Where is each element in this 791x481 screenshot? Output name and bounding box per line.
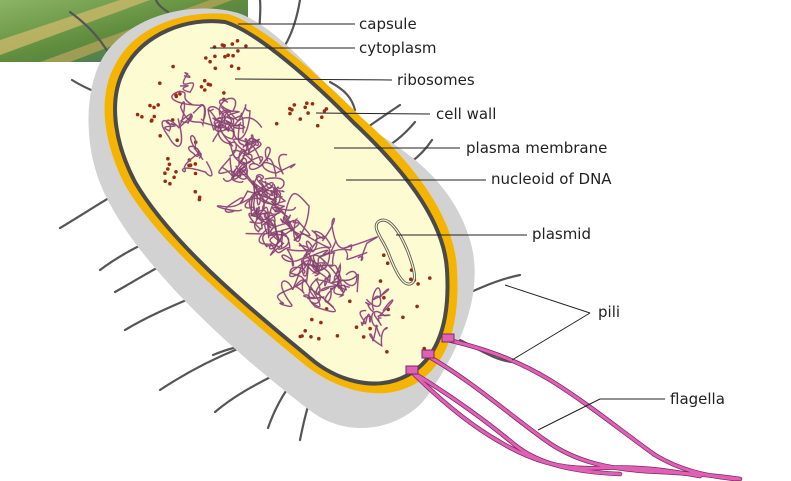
label-ribosomes: ribosomes — [397, 71, 475, 89]
ribosome-dot — [214, 67, 218, 71]
ribosome-dot — [150, 119, 154, 123]
ribosome-dot — [222, 91, 226, 95]
ribosome-dot — [163, 180, 167, 184]
label-plasma-membrane: plasma membrane — [466, 139, 607, 157]
ribosome-dot — [288, 107, 292, 111]
ribosome-dot — [163, 171, 167, 175]
ribosome-dot — [208, 60, 212, 64]
ribosome-dot — [325, 107, 329, 111]
ribosome-dot — [187, 164, 191, 168]
ribosome-dot — [156, 103, 160, 107]
ribosome-dot — [319, 321, 323, 325]
ribosome-dot — [148, 104, 152, 108]
ribosome-dot — [226, 53, 230, 57]
ribosome-dot — [362, 335, 366, 339]
ribosome-dot — [136, 113, 140, 117]
ribosome-dot — [299, 117, 303, 121]
ribosome-dot — [309, 335, 313, 339]
ribosome-dot — [382, 253, 386, 257]
ribosome-dot — [310, 318, 314, 322]
ribosome-dot — [168, 182, 172, 186]
ribosome-dot — [244, 44, 248, 48]
ribosome-dot — [316, 124, 320, 128]
ribosome-dot — [221, 43, 225, 47]
ribosome-dot — [174, 170, 178, 174]
ribosome-dot — [178, 92, 182, 96]
ribosome-dot — [158, 134, 162, 138]
ribosome-dot — [236, 39, 240, 43]
label-pili: pili — [598, 303, 620, 321]
ribosome-dot — [382, 296, 386, 300]
ribosome-dot — [172, 176, 176, 180]
ribosome-dot — [166, 157, 170, 161]
ribosome-dot — [409, 278, 413, 282]
ribosome-dot — [305, 101, 309, 105]
ribosome-dot — [175, 138, 179, 142]
ribosome-dot — [168, 163, 172, 167]
ribosome-dot — [203, 88, 207, 92]
ribosome-dot — [428, 276, 432, 280]
ribosome-dot — [194, 172, 198, 176]
ribosome-dot — [223, 55, 227, 59]
ribosome-dot — [306, 111, 310, 115]
ribosome-dot — [401, 316, 405, 320]
ribosome-dot — [236, 49, 240, 53]
ribosome-dot — [415, 305, 419, 309]
ribosome-dot — [303, 106, 307, 110]
ribosome-dot — [140, 115, 144, 119]
ribosome-dot — [288, 112, 292, 116]
label-cell-wall: cell wall — [436, 105, 496, 123]
label-nucleoid: nucleoid of DNA — [491, 170, 612, 188]
ribosome-dot — [200, 85, 204, 89]
ribosome-dot — [317, 337, 321, 341]
label-plasmid: plasmid — [532, 225, 591, 243]
ribosome-dot — [293, 103, 297, 107]
ribosome-dot — [153, 115, 157, 119]
ribosome-dot — [213, 55, 217, 59]
ribosome-dot — [198, 198, 202, 202]
ribosome-dot — [237, 67, 241, 71]
ribosome-dot — [368, 327, 372, 331]
ribosome-dot — [231, 42, 235, 46]
ribosome-dot — [355, 325, 359, 329]
ribosome-dot — [379, 279, 383, 283]
ribosome-dot — [386, 261, 390, 265]
ribosome-dot — [194, 162, 198, 166]
ribosome-dot — [303, 329, 307, 333]
ribosome-dot — [171, 65, 175, 69]
ribosome-dot — [204, 56, 208, 60]
ribosome-dot — [158, 81, 162, 85]
ribosome-dot — [275, 122, 279, 126]
label-cytoplasm: cytoplasm — [359, 39, 437, 57]
ribosome-dot — [203, 79, 207, 83]
ribosome-dot — [209, 83, 213, 87]
ribosome-dot — [194, 190, 198, 194]
ribosome-dot — [385, 350, 389, 354]
ribosome-dot — [311, 102, 315, 106]
ribosome-dot — [230, 64, 234, 68]
ribosome-dot — [152, 106, 156, 110]
ribosome-dot — [348, 300, 352, 304]
ribosome-dot — [416, 282, 420, 286]
ribosome-dot — [166, 167, 170, 171]
ribosome-dot — [231, 54, 235, 58]
ribosome-dot — [300, 334, 304, 338]
ribosome-dot — [336, 334, 340, 338]
ribosome-dot — [320, 115, 324, 119]
label-capsule: capsule — [359, 15, 417, 33]
label-flagella: flagella — [670, 390, 725, 408]
